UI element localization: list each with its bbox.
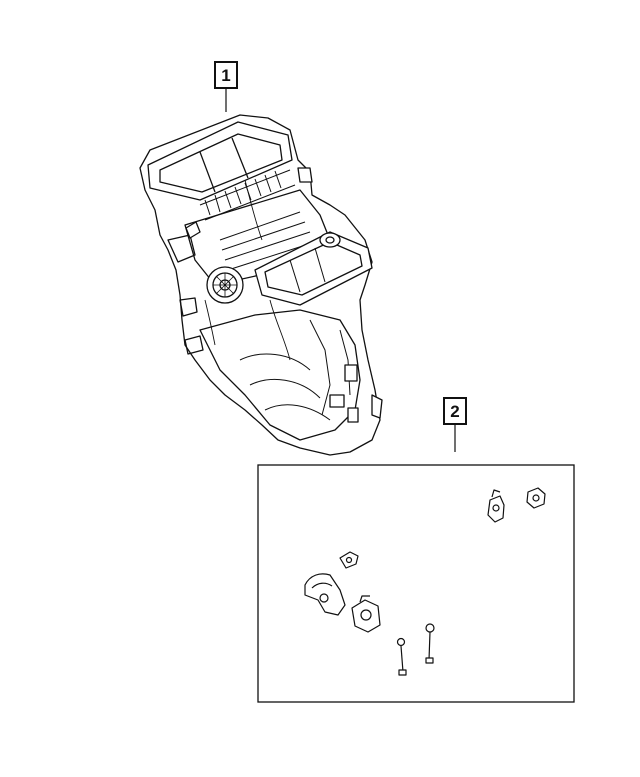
clip-small <box>339 551 359 569</box>
callout-1[interactable]: 1 <box>214 61 238 112</box>
link-rod-2 <box>425 623 435 664</box>
callout-1-label: 1 <box>221 66 230 85</box>
right-duct-rim <box>254 231 373 306</box>
top-duct-rim <box>147 121 293 201</box>
callout-2[interactable]: 2 <box>443 397 467 452</box>
motor-actuator <box>351 595 381 633</box>
link-rod-1 <box>396 637 407 676</box>
middle-ribs <box>219 211 316 271</box>
left-bracket <box>167 234 198 317</box>
door-actuator-curved <box>304 573 346 616</box>
actuator-kit-parts[interactable] <box>304 487 546 676</box>
top-duct-inner <box>159 133 283 193</box>
blower-wheel <box>206 266 244 304</box>
hvac-housing-assembly[interactable] <box>139 114 383 456</box>
callout-2-label: 2 <box>450 402 459 421</box>
actuator-small-a <box>487 489 505 523</box>
actuator-kit-frame <box>257 464 575 703</box>
actuator-small-b <box>526 487 546 509</box>
top-actuator <box>319 232 341 248</box>
